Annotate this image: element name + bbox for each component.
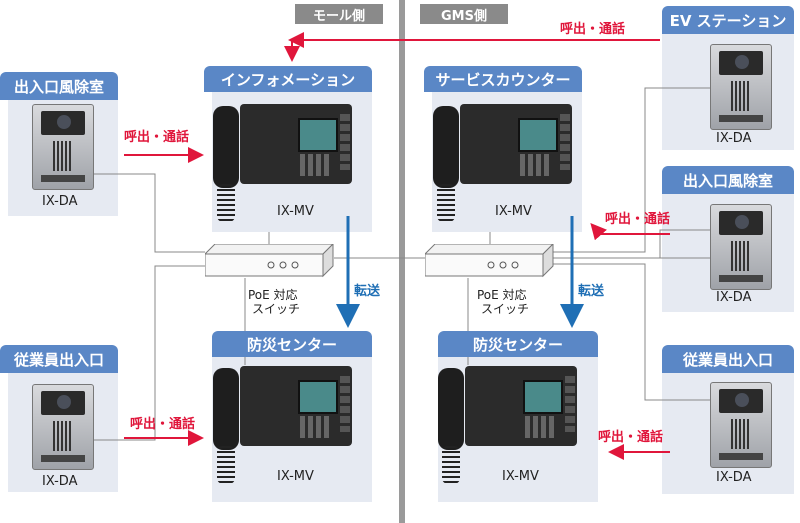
poe-switch-left-line2: スイッチ <box>252 302 301 316</box>
header-ev: EV ステーション <box>662 6 794 34</box>
header-bousai-right: 防災センター <box>438 331 598 357</box>
model-bousai-right: IX-MV <box>502 469 539 484</box>
header-door-left-bottom: 従業員出入口 <box>0 345 118 373</box>
poe-switch-right-label: PoE 対応 スイッチ <box>477 288 529 316</box>
model-door-right-bottom: IX-DA <box>716 470 752 485</box>
header-bousai-left: 防災センター <box>212 331 372 357</box>
call-label-right-mid: 呼出・通話 <box>605 212 671 227</box>
model-ev: IX-DA <box>716 131 752 146</box>
call-label-left-top: 呼出・通話 <box>124 130 190 145</box>
master-station-bousai-left <box>205 366 355 486</box>
model-service: IX-MV <box>495 204 532 219</box>
transfer-label-right: 転送 <box>578 284 605 299</box>
door-station-right-bottom <box>710 382 772 468</box>
transfer-label-left: 転送 <box>354 284 381 299</box>
call-label-left-bottom: 呼出・通話 <box>130 417 196 432</box>
header-service: サービスカウンター <box>424 66 582 92</box>
poe-switch-left-label: PoE 対応 スイッチ <box>248 288 300 316</box>
network-cables <box>90 87 720 441</box>
master-station-info <box>205 104 355 224</box>
poe-switch-left-line1: PoE 対応 <box>248 288 298 302</box>
model-info: IX-MV <box>277 204 314 219</box>
header-info: インフォメーション <box>204 66 372 92</box>
side-label-gms: GMS側 <box>420 4 508 24</box>
header-door-right-mid: 出入口風除室 <box>662 166 794 194</box>
poe-switch-left <box>205 244 334 278</box>
call-label-ev: 呼出・通話 <box>560 22 626 37</box>
door-station-right-mid <box>710 204 772 290</box>
header-door-left-top: 出入口風除室 <box>0 72 118 100</box>
door-station-left-top <box>32 104 94 190</box>
model-bousai-left: IX-MV <box>277 469 314 484</box>
model-door-left-bottom: IX-DA <box>42 474 78 489</box>
call-label-right-bottom: 呼出・通話 <box>598 430 664 445</box>
center-divider <box>399 0 405 523</box>
model-door-right-mid: IX-DA <box>716 290 752 305</box>
poe-switch-right <box>425 244 554 278</box>
master-station-bousai-right <box>430 366 580 486</box>
call-arrow-right-mid <box>590 222 670 241</box>
poe-switch-right-line2: スイッチ <box>481 302 530 316</box>
header-door-right-bottom: 従業員出入口 <box>662 345 794 373</box>
master-station-service <box>425 104 575 224</box>
poe-switch-right-line1: PoE 対応 <box>477 288 527 302</box>
model-door-left-top: IX-DA <box>42 194 78 209</box>
door-station-ev <box>710 44 772 130</box>
door-station-left-bottom <box>32 384 94 470</box>
side-label-mall: モール側 <box>295 4 383 24</box>
